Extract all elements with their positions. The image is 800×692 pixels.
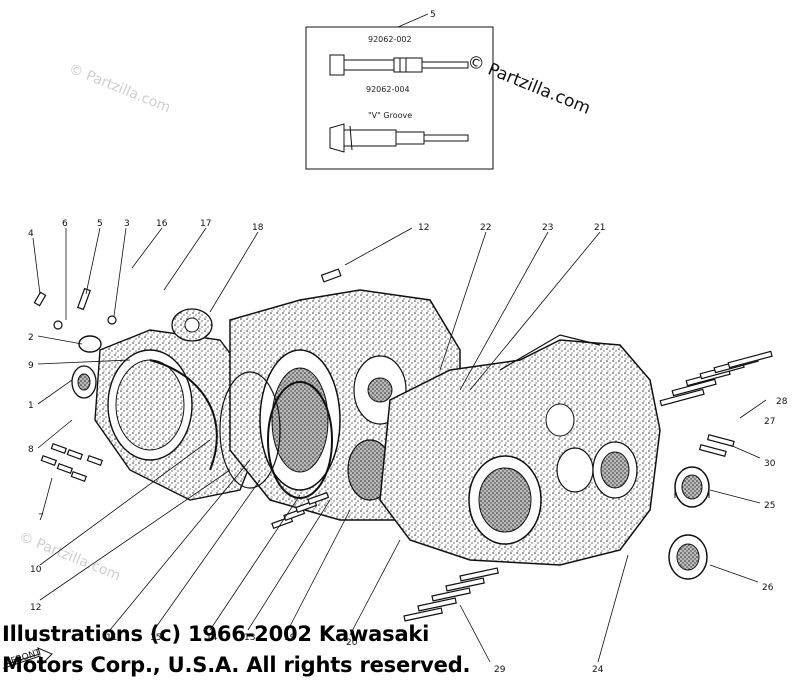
dowel-pins: [33, 268, 342, 330]
bolt-group-29: [403, 567, 499, 622]
callout-2: 2: [28, 333, 34, 343]
callout-17: 17: [200, 219, 211, 229]
left-crankcase-half: [94, 329, 261, 501]
callout-12-bottom: 12: [30, 603, 41, 613]
watermark-faint-left: © Partzilla.com: [67, 61, 173, 116]
callout-23: 23: [542, 223, 553, 233]
callout-5: 5: [97, 219, 103, 229]
long-bolt-upper: [329, 54, 469, 76]
callout-5-inset: 5: [430, 10, 436, 20]
callout-11: 11: [106, 633, 117, 643]
callout-26: 26: [762, 583, 774, 593]
bolt-group-27: [659, 350, 773, 407]
callout-29: 29: [494, 665, 506, 675]
o-ring-2: [78, 335, 102, 353]
callout-labels: 4 6 5 3 16 17 18 12 22 23 21 2 9 1 8 7 2…: [3, 219, 788, 675]
callout-12-top: 12: [418, 223, 429, 233]
callout-19: 19: [284, 633, 296, 643]
copyright-line-1: Illustrations (c) 1966-2002 Kawasaki: [2, 622, 430, 646]
copyright-line-2: Motors Corp., U.S.A. All rights reserved…: [2, 653, 471, 677]
gasket-10: [267, 381, 333, 499]
callout-10: 10: [30, 565, 42, 575]
callout-27: 27: [764, 417, 775, 427]
callout-7: 7: [38, 513, 44, 523]
callout-14: 14: [206, 633, 218, 643]
callout-28: 28: [776, 397, 788, 407]
callout-30: 30: [764, 459, 776, 469]
bolt-group-7: [40, 442, 104, 482]
part-number-b: 92062-004: [366, 85, 410, 94]
callout-20: 20: [346, 638, 358, 648]
callout-6: 6: [62, 219, 68, 229]
bolt-group-30: [698, 433, 735, 457]
right-crankcase-half: [379, 334, 661, 566]
leader-lines: [32, 227, 767, 663]
inset-bolt-detail: 5 92062-002 92062-004 "V" Groove: [305, 10, 494, 170]
bearing-26: [668, 534, 708, 580]
callout-9: 9: [28, 361, 34, 371]
long-bolt-lower: [329, 123, 469, 153]
part-number-a: 92062-002: [368, 35, 412, 44]
callout-25: 25: [764, 501, 775, 511]
callout-22: 22: [480, 223, 491, 233]
callout-18: 18: [252, 223, 264, 233]
oil-seal-1: [71, 365, 97, 399]
bearing-25: [674, 466, 710, 508]
bearing-18: [171, 308, 213, 342]
callout-3: 3: [124, 219, 130, 229]
callout-24: 24: [592, 665, 604, 675]
callout-4: 4: [28, 229, 34, 239]
watermark-faint-bottom: © Partzilla.com: [17, 529, 123, 584]
callout-21: 21: [594, 223, 605, 233]
callout-1: 1: [28, 401, 34, 411]
callout-13: 13: [244, 633, 255, 643]
callout-15: 15: [150, 633, 161, 643]
groove-label: "V" Groove: [368, 111, 412, 120]
bolt-group-11: [271, 491, 330, 530]
callout-16: 16: [156, 219, 168, 229]
center-crankcase: [219, 289, 461, 521]
callout-8: 8: [28, 445, 34, 455]
